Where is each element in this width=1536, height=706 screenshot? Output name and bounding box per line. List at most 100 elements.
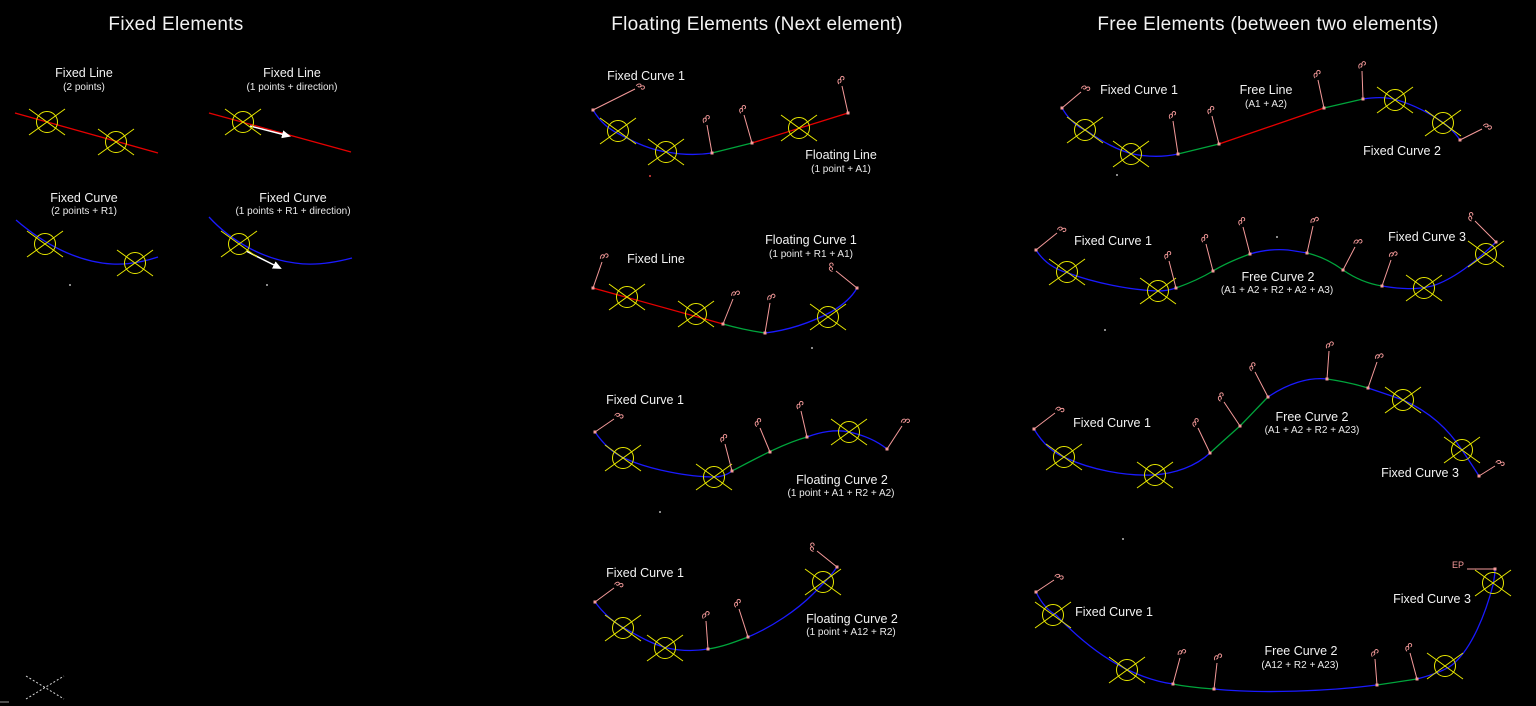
flag-glyph bbox=[1053, 571, 1065, 583]
flag-line bbox=[1367, 361, 1378, 389]
spiral-segment bbox=[1376, 678, 1418, 686]
tangent-flag-icon bbox=[1032, 404, 1066, 431]
point-marker-icon bbox=[604, 444, 642, 472]
tangent-flag-icon bbox=[1212, 652, 1223, 691]
flag-glyph bbox=[1353, 236, 1364, 247]
point-marker-icon bbox=[1045, 443, 1083, 471]
curve-segment bbox=[1061, 107, 1179, 157]
flag-line bbox=[1374, 658, 1378, 686]
floating-d4-label: Floating Curve 2 bbox=[806, 612, 898, 626]
stray-dot bbox=[1276, 236, 1278, 238]
flag-glyph bbox=[732, 598, 743, 608]
flag-base-dot bbox=[1248, 252, 1252, 256]
flag-glyph bbox=[701, 610, 710, 620]
tangent-flag-icon bbox=[753, 417, 772, 454]
point-marker-icon bbox=[608, 283, 646, 311]
flag-line bbox=[1035, 579, 1055, 593]
flag-glyph bbox=[1374, 351, 1384, 362]
flag-line bbox=[759, 427, 771, 453]
flag-base-dot bbox=[1174, 286, 1178, 290]
spiral-segment bbox=[722, 323, 766, 334]
tangent-flag-icon bbox=[1190, 417, 1212, 455]
flag-glyph bbox=[900, 416, 911, 427]
spiral-segment bbox=[711, 142, 753, 154]
flag-base-dot bbox=[835, 565, 839, 569]
flag-base-dot bbox=[1217, 142, 1221, 146]
curve-segment bbox=[594, 601, 709, 652]
floating-d1-fixed-label: Fixed Curve 1 bbox=[607, 69, 685, 83]
curve-segment bbox=[1381, 241, 1497, 290]
flag-line bbox=[705, 620, 709, 650]
floating-d2-fixed-label: Fixed Line bbox=[627, 252, 685, 266]
tangent-flag-icon bbox=[1206, 105, 1221, 146]
flag-line bbox=[592, 88, 636, 111]
flag-glyph bbox=[1213, 652, 1223, 662]
flag-glyph bbox=[1310, 215, 1320, 225]
flag-base-dot bbox=[846, 111, 850, 115]
free-d1-start-label: Fixed Curve 1 bbox=[1100, 83, 1178, 97]
diagram-floating-curve-1 bbox=[591, 251, 859, 349]
floating-d3-fixed-label: Fixed Curve 1 bbox=[606, 393, 684, 407]
flag-line bbox=[1061, 91, 1082, 109]
line-segment bbox=[1218, 107, 1325, 145]
tangent-flag-icon bbox=[1325, 341, 1334, 381]
flag-base-dot bbox=[710, 151, 714, 155]
tangent-flag-icon bbox=[732, 598, 750, 639]
flag-glyph bbox=[1247, 361, 1258, 372]
flag-base-dot bbox=[1212, 687, 1216, 691]
tangent-flag-icon bbox=[1404, 642, 1419, 681]
line-segment bbox=[14, 112, 159, 154]
flag-base-dot bbox=[1458, 138, 1462, 142]
tangent-flag-icon bbox=[1168, 110, 1180, 156]
free-d2-start-label: Fixed Curve 1 bbox=[1074, 234, 1152, 248]
free-d1-end-label: Fixed Curve 2 bbox=[1363, 144, 1441, 158]
free-d1-label: Free Line bbox=[1239, 83, 1293, 97]
flag-base-dot bbox=[1341, 268, 1345, 272]
flag-base-dot bbox=[593, 600, 597, 604]
curve-segment bbox=[1416, 568, 1496, 680]
flag-glyph bbox=[701, 114, 711, 124]
floating-d1-label: Floating Line bbox=[805, 148, 877, 162]
flag-line bbox=[1342, 246, 1356, 271]
point-marker-icon bbox=[97, 128, 135, 156]
origin-cross-line bbox=[25, 675, 65, 700]
flag-glyph bbox=[1168, 110, 1177, 120]
flag-base-dot bbox=[1208, 451, 1212, 455]
flag-base-dot bbox=[1415, 677, 1419, 681]
curve-segment bbox=[1249, 248, 1308, 255]
diagram-free-curve-2c bbox=[1034, 538, 1512, 693]
flag-base-dot bbox=[591, 108, 595, 112]
flag-glyph bbox=[1312, 69, 1322, 79]
flag-glyph bbox=[1200, 233, 1210, 243]
spiral-segment bbox=[707, 636, 749, 650]
point-marker-icon bbox=[1467, 240, 1505, 268]
flag-line bbox=[1168, 260, 1177, 289]
flag-glyph bbox=[753, 417, 763, 428]
flag-glyph bbox=[730, 288, 741, 299]
diagram-fixed-curve-2points bbox=[15, 219, 268, 286]
diagram-floating-curve-2b bbox=[593, 541, 842, 662]
flag-glyph bbox=[1080, 83, 1091, 94]
flag-line bbox=[1254, 371, 1269, 398]
curve-segment bbox=[208, 216, 353, 265]
origin-cross-icon bbox=[0, 675, 65, 703]
fixed-curve-2points-label: Fixed Curve bbox=[50, 191, 118, 205]
flag-base-dot bbox=[1266, 395, 1270, 399]
flag-glyph bbox=[1482, 121, 1493, 132]
flag-glyph bbox=[1206, 105, 1216, 115]
tangent-flag-icon bbox=[1171, 647, 1187, 686]
point-marker-icon bbox=[116, 249, 154, 277]
spiral-segment bbox=[1177, 143, 1220, 155]
flag-line bbox=[1205, 243, 1214, 272]
direction-arrow bbox=[245, 250, 282, 269]
point-marker-icon bbox=[1474, 569, 1512, 597]
origin-cross-line bbox=[25, 675, 65, 700]
flag-base-dot bbox=[721, 322, 725, 326]
curve-segment bbox=[15, 219, 159, 265]
stray-dot bbox=[1104, 329, 1106, 331]
flag-base-dot bbox=[1494, 240, 1498, 244]
stray-dot bbox=[266, 284, 268, 286]
tangent-flag-icon bbox=[719, 433, 734, 473]
flag-line bbox=[594, 418, 615, 433]
diagram-floating-line bbox=[591, 75, 850, 177]
